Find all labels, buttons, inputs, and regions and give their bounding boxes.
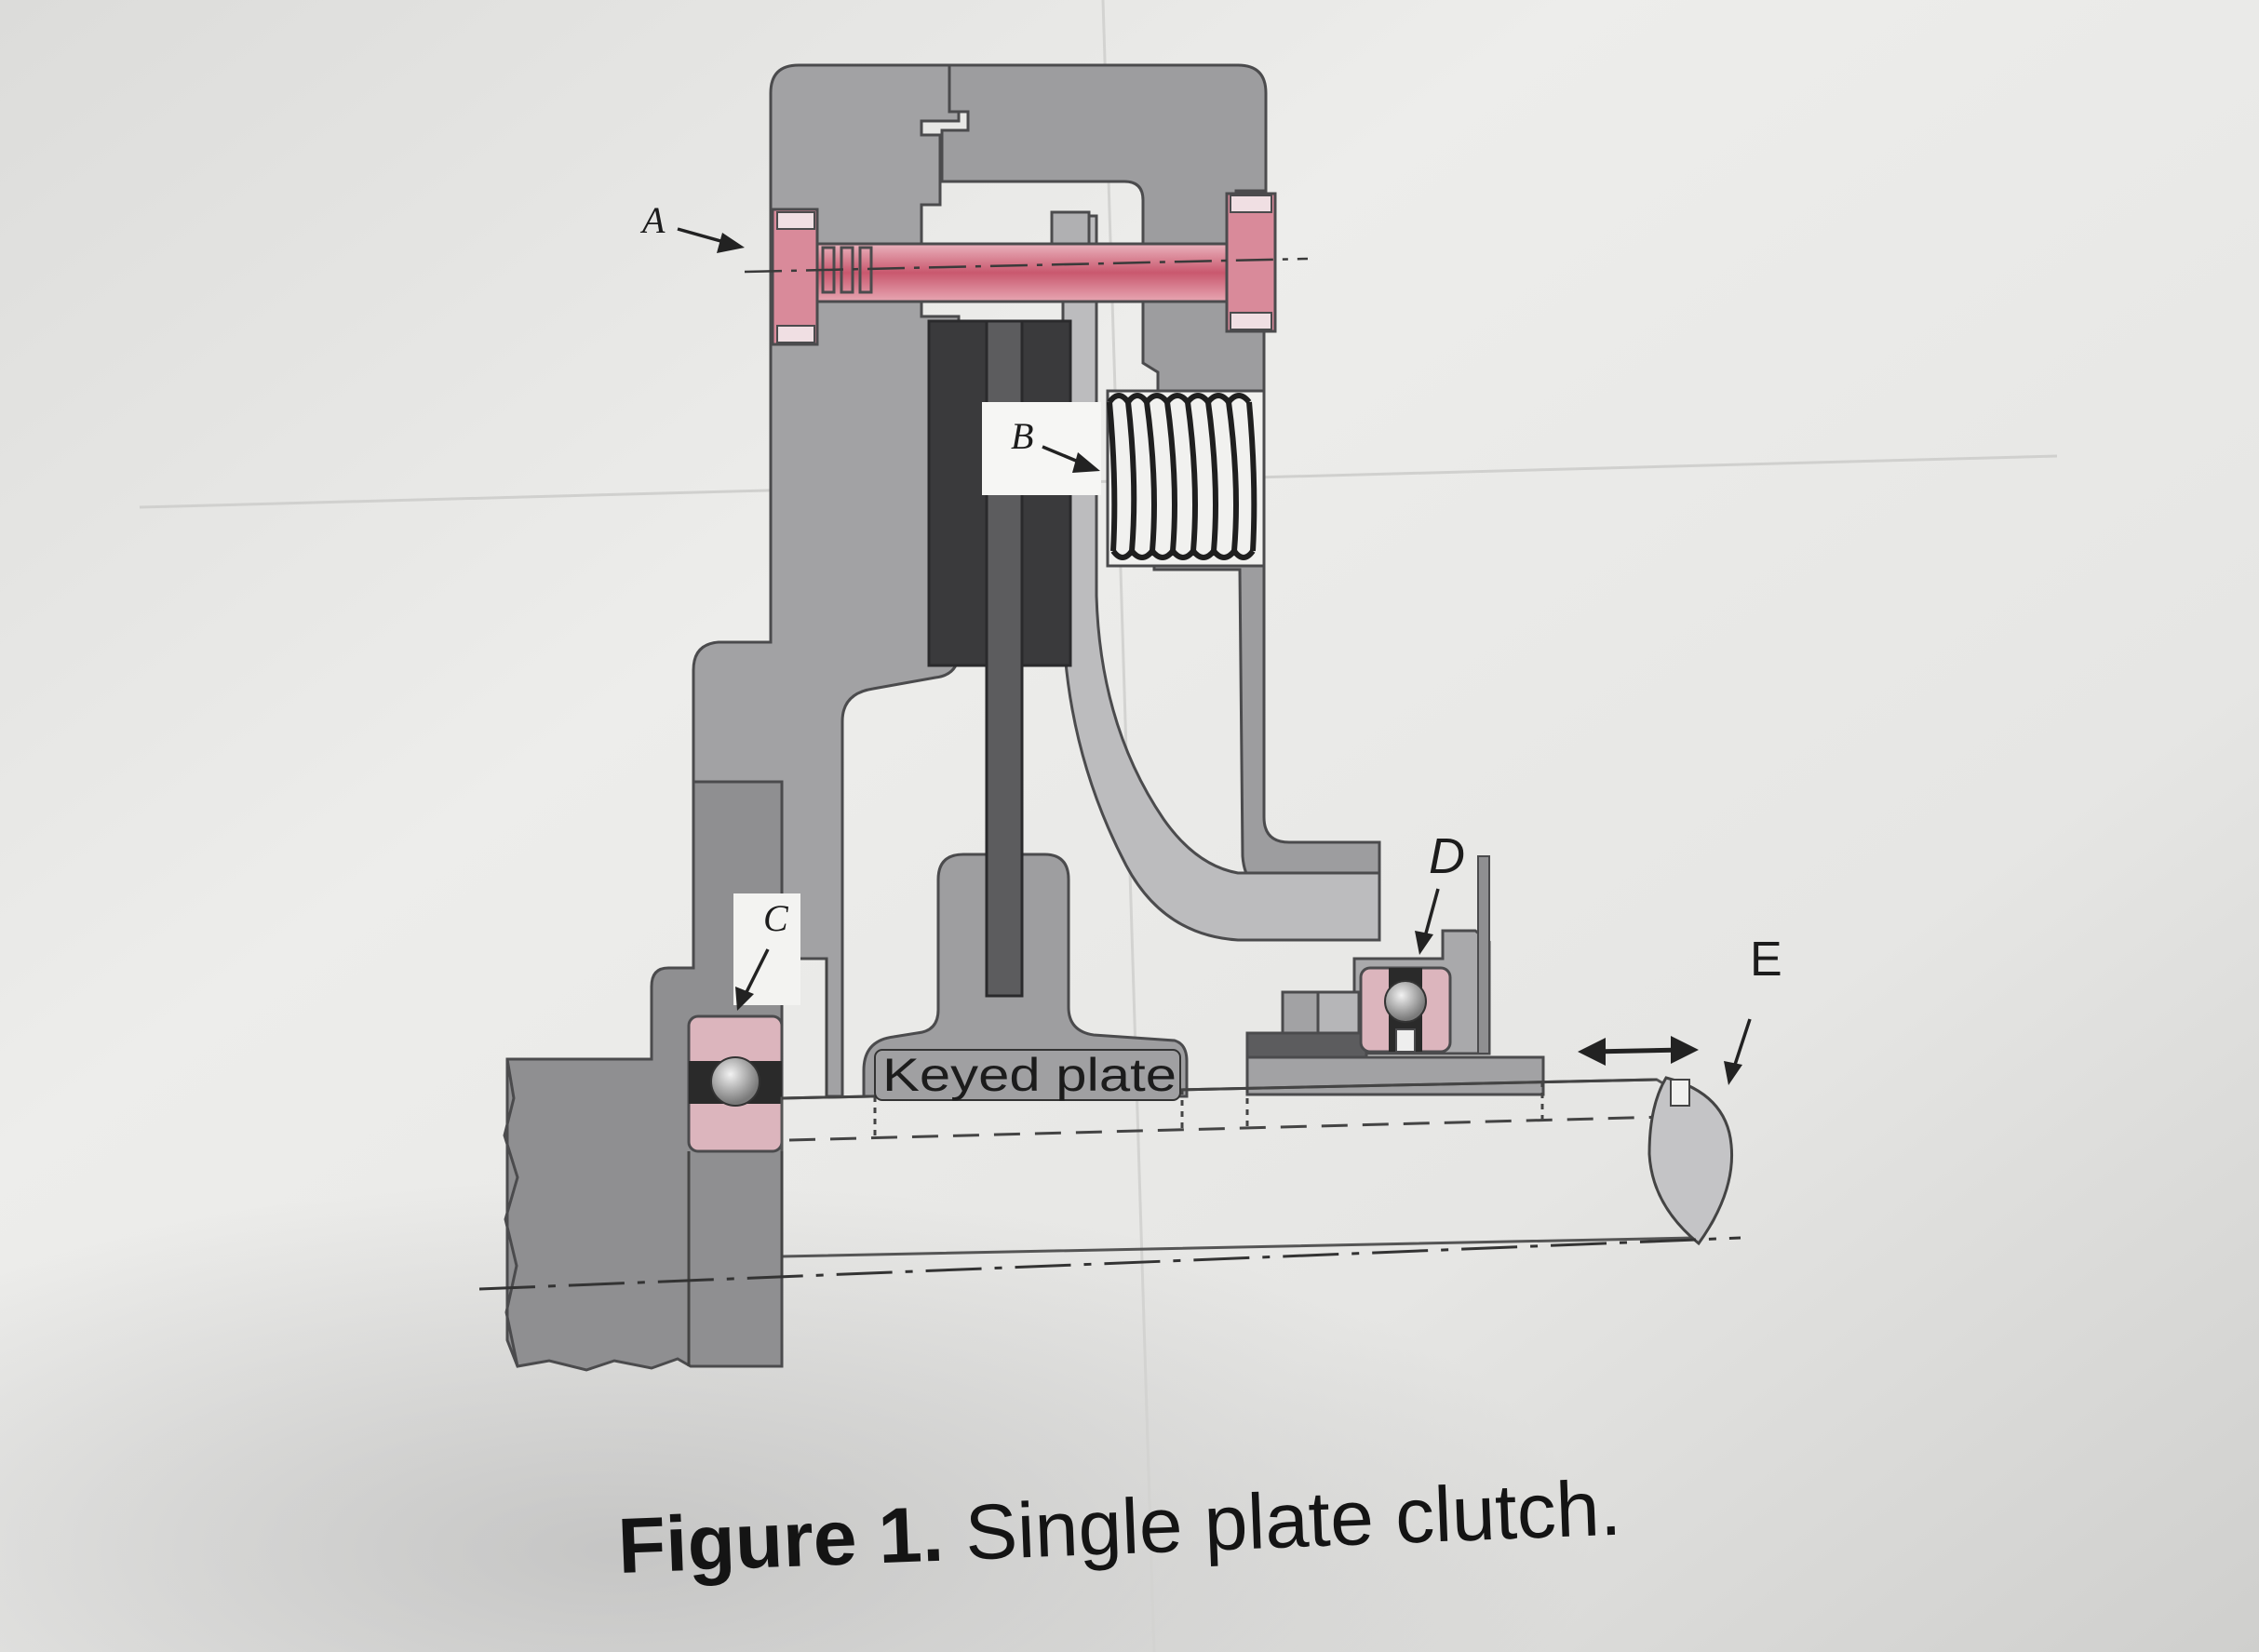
release-lever <box>1477 855 1490 1054</box>
bolt-head-right <box>1225 192 1277 333</box>
callout-arrow-b <box>1042 445 1100 473</box>
shaft-key <box>1670 1079 1690 1107</box>
clutch-spring <box>1107 393 1257 560</box>
release-sleeve <box>1245 1055 1545 1096</box>
callout-label-a: A <box>639 199 666 241</box>
callout-arrow-d <box>1415 888 1440 955</box>
release-collar-upper-left <box>1281 990 1320 1039</box>
release-collar-dark <box>1245 1031 1368 1059</box>
callout-label-d: D <box>1429 828 1465 884</box>
flywheel-section <box>505 780 784 1372</box>
bolt-washer-left-top <box>776 211 815 230</box>
callout-label-e: E <box>1750 933 1782 987</box>
shaft-end-section <box>1647 1076 1734 1246</box>
bearing-d-race-bottom <box>1395 1028 1416 1053</box>
lever-pin <box>1050 210 1091 248</box>
release-collar-upper-right <box>1316 990 1361 1039</box>
shaft-centerline <box>478 1236 1741 1291</box>
callout-arrow-e <box>1724 1018 1752 1085</box>
bearing-c-ball <box>710 1056 760 1107</box>
callout-arrow-a <box>677 227 745 253</box>
flywheel-section-jagged-edge <box>503 1058 519 1367</box>
friction-lining-left <box>927 319 988 667</box>
bolt-washer-right-top <box>1230 195 1272 213</box>
keyed-plate-hub <box>862 853 1189 1098</box>
callout-label-b: B <box>1011 415 1033 457</box>
bolt-shank <box>815 242 1238 303</box>
axial-movement-arrow <box>1578 1036 1699 1066</box>
callout-label-c: C <box>763 897 789 939</box>
bolt-washer-right-bottom <box>1230 312 1272 330</box>
bolt-centerline <box>744 257 1309 274</box>
bolt-washer-left-bottom <box>776 325 815 343</box>
clutch-housing <box>692 63 961 1098</box>
callout-arrow-c <box>735 948 770 1011</box>
keyed-plate-label: Keyed plate <box>882 1049 1177 1101</box>
keyed-plate-label-box <box>874 1049 1181 1101</box>
caption-figure-number: Figure 1. <box>616 1490 945 1590</box>
shaft-keyway-dashed <box>788 1115 1667 1142</box>
label-b-box <box>982 402 1101 495</box>
bolt-head-left <box>771 208 819 346</box>
keyway-ticks <box>873 1081 1544 1137</box>
figure-caption: Figure 1. Single plate clutch. <box>616 1464 1622 1590</box>
bearing-d-ball <box>1384 980 1427 1023</box>
